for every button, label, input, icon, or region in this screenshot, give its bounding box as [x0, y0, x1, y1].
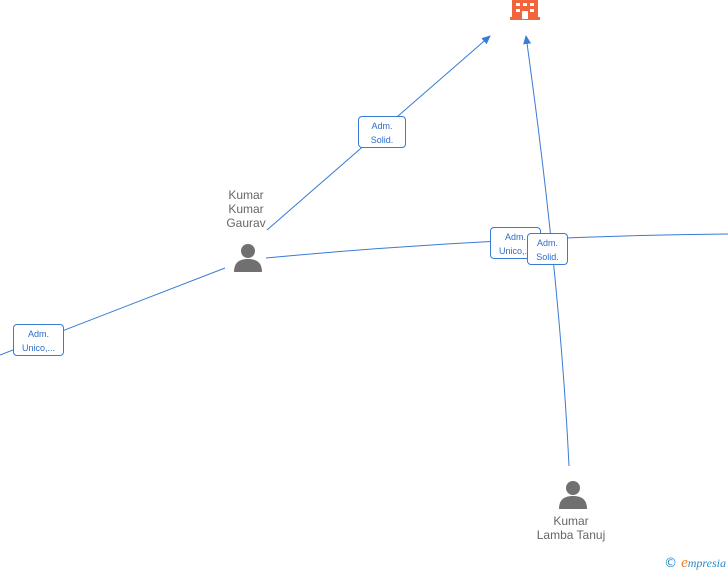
role-line2: Solid.	[536, 252, 559, 262]
role-badge-adm-solid[interactable]: Adm. Solid.	[358, 116, 406, 148]
empresia-logo: ©empresia	[664, 555, 726, 572]
role-line2: Unico,...	[498, 246, 532, 256]
person-label-gaurav: Kumar Kumar Gaurav	[226, 188, 266, 230]
brand-name: mpresia	[687, 556, 726, 570]
role-line1: Adm.	[371, 121, 393, 131]
role-line2: Solid.	[370, 135, 394, 145]
brand-initial: e	[681, 555, 688, 571]
copyright-symbol: ©	[664, 556, 678, 571]
role-badge-adm-solid[interactable]: Adm. Solid.	[527, 233, 568, 265]
edge-tanuj-company	[523, 35, 570, 467]
role-line2: Unico,...	[21, 343, 55, 353]
building-icon[interactable]	[510, 0, 540, 20]
role-line1: Adm.	[27, 329, 49, 339]
person-icon[interactable]	[233, 243, 263, 273]
role-line1: Adm.	[504, 232, 526, 242]
person-icon[interactable]	[558, 480, 588, 510]
role-badge-adm-unico[interactable]: Adm. Unico,...	[13, 324, 64, 356]
person-label-tanuj: Kumar Lamba Tanuj	[536, 514, 606, 542]
role-line1: Adm.	[536, 238, 558, 248]
